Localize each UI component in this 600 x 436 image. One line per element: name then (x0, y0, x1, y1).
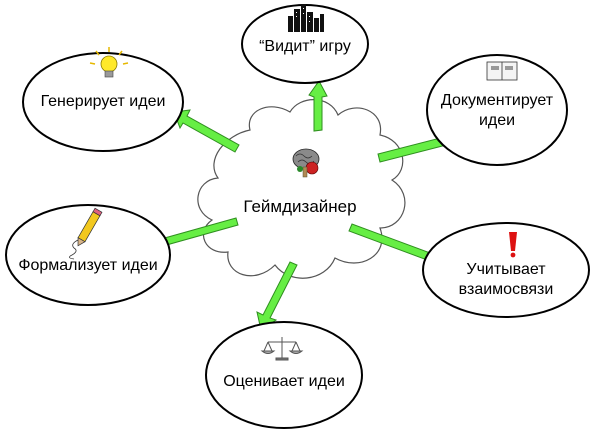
file-cabinet-icon (486, 61, 518, 81)
node-label-accounts-relations-1: Учитывает (466, 261, 546, 278)
node-generates-ideas: Генерирует идеи (22, 47, 184, 152)
node-sees-game: “Видит” игру (241, 4, 369, 84)
hub-label: Геймдизайнер (243, 197, 356, 216)
brain-icon (292, 148, 320, 178)
node-accounts-relations: Учитывает взаимосвязи (422, 222, 590, 318)
pencil-icon (69, 207, 103, 260)
node-formalizes-idea: Формализует идеи (5, 204, 171, 306)
arrow-to-sees-game (308, 80, 328, 132)
node-label-evaluates-ideas: Оценивает идеи (223, 373, 345, 390)
city-skyline-icon (288, 4, 324, 32)
node-label-accounts-relations-2: взаимосвязи (459, 281, 554, 298)
node-documents-ideas: Документирует идеи (426, 54, 568, 166)
arrow-to-evaluates-ideas (256, 261, 298, 331)
node-evaluates-ideas: Оценивает идеи (205, 321, 363, 429)
node-label-formalizes-idea: Формализует идеи (18, 257, 157, 274)
light-bulb-icon (89, 47, 129, 78)
node-label-sees-game: “Видит” игру (259, 38, 351, 55)
arrow-to-generates-ideas (173, 109, 240, 153)
node-label-documents-ideas-2: идеи (479, 112, 515, 129)
node-label-generates-ideas: Генерирует идеи (41, 93, 166, 110)
scales-icon (260, 337, 304, 361)
exclamation-icon (509, 232, 517, 258)
node-label-documents-ideas-1: Документирует (441, 92, 554, 109)
hub-cloud (197, 99, 406, 279)
